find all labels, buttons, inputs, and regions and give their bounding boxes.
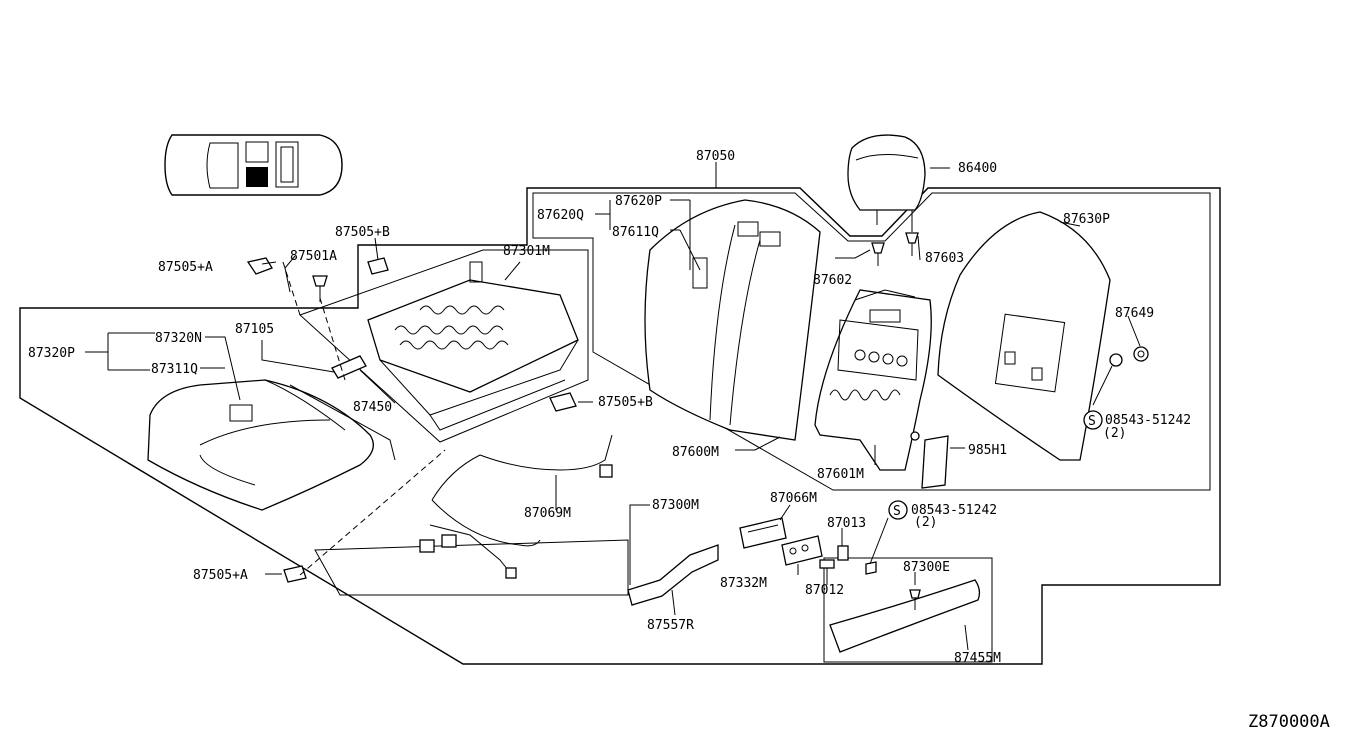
label-87050[interactable]: 87050 — [696, 149, 735, 164]
label-08543-a[interactable]: 08543-51242 — [1105, 413, 1191, 428]
label-08543-b[interactable]: 08543-51242 — [911, 503, 997, 518]
label-87320N[interactable]: 87320N — [155, 331, 202, 346]
clip-87505B-upper-part[interactable] — [367, 257, 389, 275]
label-87012[interactable]: 87012 — [805, 583, 844, 598]
label-87602[interactable]: 87602 — [813, 273, 852, 288]
seatback-cushion-part[interactable] — [644, 199, 821, 441]
cushion-group-boundary — [299, 249, 589, 443]
screw-symbol: S — [1088, 414, 1096, 429]
knob-87013-part[interactable] — [837, 545, 849, 561]
clip-87505B-lower-part[interactable] — [549, 392, 577, 412]
vehicle-locator-icon — [164, 134, 343, 196]
knob-87012-part[interactable] — [819, 559, 835, 569]
label-08543-b-qty: (2) — [914, 515, 937, 530]
clip-87649-part[interactable] — [1109, 346, 1149, 367]
diagram-id: Z870000A — [1248, 712, 1330, 732]
bolt-08543-b-part[interactable]: S — [865, 500, 908, 575]
knob-87332M-part[interactable] — [781, 535, 823, 566]
label-87603[interactable]: 87603 — [925, 251, 964, 266]
cover-87105-part[interactable] — [331, 355, 367, 379]
label-87069M[interactable]: 87069M — [524, 506, 571, 521]
dashed-location-lines — [282, 261, 446, 576]
label-985H1[interactable]: 985H1 — [968, 443, 1007, 458]
label-87649[interactable]: 87649 — [1115, 306, 1154, 321]
seatback-group-boundary — [532, 192, 1211, 491]
bolt-08543-a-part[interactable]: S — [1083, 410, 1103, 430]
label-87600M[interactable]: 87600M — [672, 445, 719, 460]
label-87505B-upper[interactable]: 87505+B — [335, 225, 390, 240]
garnish-group-boundary — [823, 557, 993, 663]
label-87505A-lower[interactable]: 87505+A — [193, 568, 248, 583]
screw-symbol: S — [893, 504, 901, 519]
label-87505B-lower[interactable]: 87505+B — [598, 395, 653, 410]
label-87620P[interactable]: 87620P — [615, 194, 662, 209]
label-87620Q[interactable]: 87620Q — [537, 208, 584, 223]
headrest-part[interactable] — [847, 134, 926, 232]
clip-87505A-lower-part[interactable] — [283, 565, 307, 583]
label-87300M[interactable]: 87300M — [652, 498, 699, 513]
harness-part[interactable] — [419, 434, 613, 579]
outer-assembly-boundary — [19, 187, 1221, 665]
label-87332M[interactable]: 87332M — [720, 576, 767, 591]
label-87013[interactable]: 87013 — [827, 516, 866, 531]
garnish-87455M-part[interactable] — [829, 579, 981, 653]
label-87450[interactable]: 87450 — [353, 400, 392, 415]
cushion-frame-part[interactable] — [367, 261, 579, 431]
leader-lines — [85, 162, 1141, 651]
part-labels: 87050 86400 87620Q 87620P 87611Q 87630P … — [28, 149, 1330, 732]
seatback-frame-part[interactable] — [814, 289, 932, 471]
label-87501A[interactable]: 87501A — [290, 249, 337, 264]
label-87105[interactable]: 87105 — [235, 322, 274, 337]
label-87066M[interactable]: 87066M — [770, 491, 817, 506]
label-87455M[interactable]: 87455M — [954, 651, 1001, 666]
label-87630P[interactable]: 87630P — [1063, 212, 1110, 227]
label-86400[interactable]: 86400 — [958, 161, 997, 176]
label-87311Q[interactable]: 87311Q — [151, 362, 198, 377]
label-08543-a-qty: (2) — [1103, 426, 1126, 441]
headrest-guide-pins[interactable] — [871, 232, 919, 266]
clip-87505A-upper-part[interactable] — [246, 257, 273, 275]
label-87300E[interactable]: 87300E — [903, 560, 950, 575]
plate-985H1-part[interactable] — [910, 431, 949, 489]
label-87611Q[interactable]: 87611Q — [612, 225, 659, 240]
switch-87066M-part[interactable] — [739, 517, 787, 549]
seatback-board-part[interactable] — [937, 211, 1111, 461]
bracket-87557R-part[interactable] — [627, 544, 719, 606]
label-87601M[interactable]: 87601M — [817, 467, 864, 482]
label-87301M[interactable]: 87301M — [503, 244, 550, 259]
label-87505A-upper[interactable]: 87505+A — [158, 260, 213, 275]
seat-cushion-part[interactable] — [147, 379, 396, 511]
label-87557R[interactable]: 87557R — [647, 618, 694, 633]
label-87320P[interactable]: 87320P — [28, 346, 75, 361]
harness-group-boundary — [314, 539, 629, 596]
